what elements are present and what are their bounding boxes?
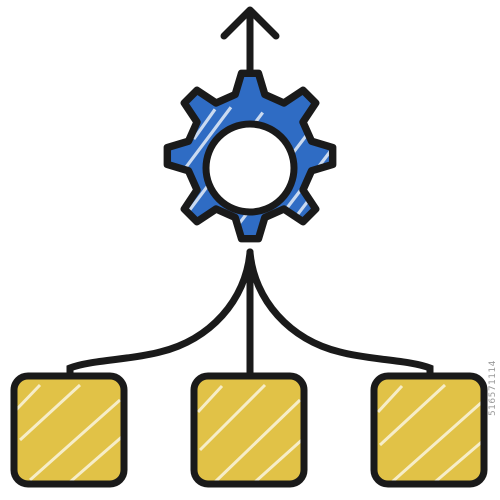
square-icon	[190, 372, 308, 488]
arrow-up-icon	[220, 6, 280, 76]
gear-icon	[163, 69, 337, 243]
square-icon	[370, 372, 488, 488]
connector-lines	[66, 248, 434, 380]
square-icon	[10, 372, 128, 488]
watermark-text: 516571114	[488, 360, 498, 417]
